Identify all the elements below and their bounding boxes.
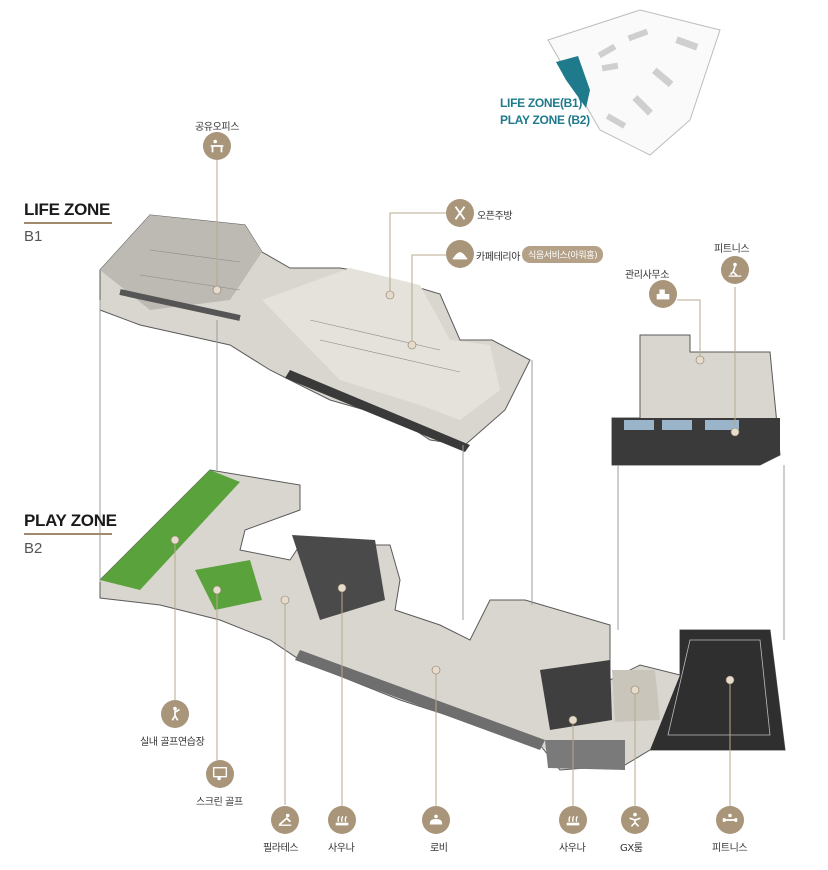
sauna-icon — [328, 806, 356, 834]
office-icon — [649, 280, 677, 308]
lobby-label: 로비 — [430, 843, 448, 854]
gx-room-label: GX룸 — [620, 843, 643, 854]
screen-golf-icon — [206, 760, 234, 788]
play-zone-level: B2 — [24, 540, 43, 557]
yoga-icon — [621, 806, 649, 834]
desk-icon — [203, 132, 231, 160]
sauna-1-label: 사우나 — [328, 843, 355, 854]
life-zone-rule — [24, 222, 112, 224]
screen-golf-label: 스크린 골프 — [196, 797, 243, 808]
pilates-icon — [271, 806, 299, 834]
golfer-icon — [161, 700, 189, 728]
b1-annex-floor — [611, 334, 781, 466]
lobby-icon — [422, 806, 450, 834]
treadmill-icon — [721, 256, 749, 284]
keymap-life-label: LIFE ZONE(B1) — [500, 96, 583, 110]
cafeteria-service-badge: 식음서비스(아워홈) — [522, 246, 604, 263]
keymap-highlight-building — [556, 56, 590, 108]
golf-green — [100, 470, 240, 590]
fitness-b2-label: 피트니스 — [712, 843, 748, 854]
b2-fitness-area — [650, 630, 785, 750]
site-keymap — [547, 9, 721, 156]
sauna-icon-2 — [559, 806, 587, 834]
shared-office-label: 공유오피스 — [195, 122, 240, 133]
utensils-icon — [446, 199, 474, 227]
pilates-label: 필라테스 — [263, 843, 299, 854]
play-zone-rule — [24, 533, 112, 535]
management-office-label: 관리사무소 — [625, 270, 670, 281]
weights-icon — [716, 806, 744, 834]
cafeteria-label: 카페테리아 — [476, 252, 521, 263]
keymap-play-label: PLAY ZONE (B2) — [500, 113, 590, 127]
life-zone-title: LIFE ZONE — [24, 200, 111, 219]
leader-lines — [174, 160, 736, 806]
b1-main-floor — [99, 214, 531, 452]
play-zone-title: PLAY ZONE — [24, 511, 117, 530]
zone-connector-lines — [99, 300, 785, 640]
open-kitchen-label: 오픈주방 — [477, 211, 513, 222]
life-zone-level: B1 — [24, 228, 43, 245]
fitness-b1-label: 피트니스 — [714, 244, 750, 255]
sauna-2-label: 사우나 — [559, 843, 586, 854]
b2-floor — [99, 469, 786, 771]
indoor-golf-label: 실내 골프연습장 — [140, 737, 205, 748]
cloche-icon — [446, 240, 474, 268]
